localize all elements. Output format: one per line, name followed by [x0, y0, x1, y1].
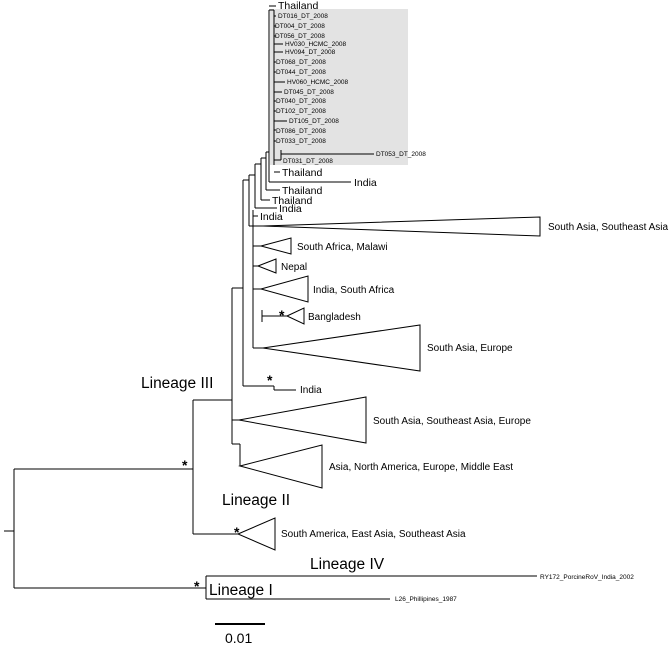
support-asterisk: * — [182, 457, 188, 473]
leaf-thailand-top: Thailand — [278, 0, 318, 12]
triangle-south-asia-southeast-asia — [262, 216, 541, 237]
highlight-box — [270, 9, 408, 165]
triangle-asia-north-america — [238, 444, 323, 489]
backbone-branches — [4, 10, 270, 588]
isolate-label: DT040_DT_2008 — [276, 98, 326, 105]
collapsed-clade-labels: South Asia, Southeast Asia South Africa,… — [281, 222, 669, 540]
leaf-thailand: Thailand — [282, 185, 322, 197]
support-markers: * * * * * — [182, 307, 285, 594]
outgroup-philippines-label: L26_Phillipines_1987 — [395, 596, 457, 603]
triangle-south-africa-malawi — [259, 237, 292, 255]
isolate-label: DT045_DT_2008 — [284, 89, 334, 96]
clade-label: South Asia, Southeast Asia, Europe — [373, 416, 531, 427]
clade-label: Bangladesh — [308, 312, 361, 323]
isolate-label: DT068_DT_2008 — [276, 59, 326, 66]
clade-label: Nepal — [281, 262, 307, 273]
isolate-label: DT033_DT_2008 — [276, 138, 326, 145]
isolate-labels: DT016_DT_2008 DT004_DT_2008 DT056_DT_200… — [275, 13, 426, 165]
isolate-tip-branches — [274, 15, 287, 161]
support-asterisk: * — [279, 307, 285, 323]
lineage-ii-label: Lineage II — [222, 492, 290, 509]
outgroup-porcine-label: RY172_PorcineRoV_India_2002 — [540, 574, 634, 581]
triangle-india-south-africa — [259, 275, 309, 303]
isolate-label: DT016_DT_2008 — [278, 13, 328, 20]
collapsed-triangles — [236, 216, 541, 551]
leaf-thailand: Thailand — [282, 167, 322, 179]
lineage-iv-label: Lineage IV — [310, 556, 385, 573]
triangle-south-asia-southeast-asia-europe — [238, 396, 367, 444]
isolate-label: HV094_DT_2008 — [285, 49, 336, 56]
clade-label: South Asia, Europe — [427, 343, 513, 354]
leaf-india: India — [279, 203, 302, 215]
isolate-label: DT044_DT_2008 — [276, 69, 326, 76]
isolate-label: HV030_HCMC_2008 — [285, 41, 346, 48]
isolate-label: DT004_DT_2008 — [275, 23, 325, 30]
lineage-i-label: Lineage I — [209, 582, 273, 599]
isolate-label: DT053_DT_2008 — [376, 151, 426, 158]
clade-label: South Asia, Southeast Asia — [548, 222, 669, 233]
support-asterisk: * — [267, 372, 273, 388]
scale-bar-label: 0.01 — [225, 630, 252, 646]
isolate-label: DT086_DT_2008 — [276, 128, 326, 135]
clade-label: Asia, North America, Europe, Middle East — [329, 462, 513, 473]
lineage-iii-label: Lineage III — [141, 375, 213, 392]
isolate-label: DT031_DT_2008 — [283, 158, 333, 165]
isolate-label: DT102_DT_2008 — [276, 108, 326, 115]
triangle-bangladesh — [285, 307, 305, 325]
leaf-thailand: Thailand — [272, 195, 312, 207]
leaf-india: India — [354, 177, 377, 189]
clade-label: South Africa, Malawi — [297, 242, 388, 253]
leaf-india: India — [260, 211, 283, 223]
triangle-south-america-east-asia — [236, 517, 276, 551]
isolate-label: DT056_DT_2008 — [275, 33, 325, 40]
clade-label: India — [300, 385, 322, 396]
support-asterisk: * — [194, 578, 200, 594]
triangle-nepal — [256, 258, 277, 274]
isolate-label: DT105_DT_2008 — [289, 118, 339, 125]
support-asterisk: * — [234, 524, 240, 540]
clade-label: South America, East Asia, Southeast Asia — [281, 529, 466, 540]
triangle-south-asia-europe — [262, 324, 421, 372]
isolate-label: HV060_HCMC_2008 — [287, 79, 348, 86]
clade-label: India, South Africa — [313, 285, 395, 296]
